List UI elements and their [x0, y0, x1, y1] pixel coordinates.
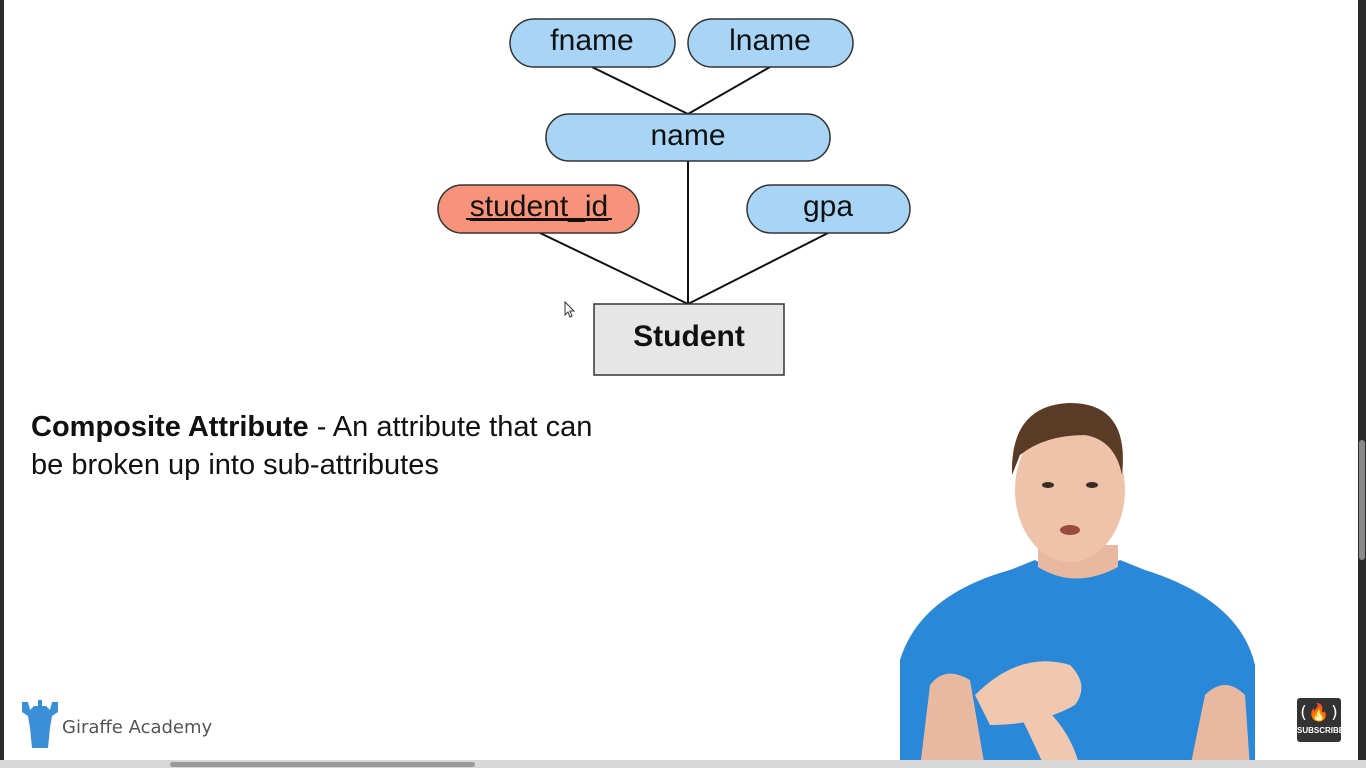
definition-term: Composite Attribute: [31, 411, 309, 443]
entity-student: Student: [593, 303, 785, 376]
attribute-student-id-label: student_id: [470, 190, 608, 223]
vertical-scroll-thumb[interactable]: [1359, 440, 1365, 560]
line-studentid-student: [539, 232, 689, 305]
subscribe-label: SUBSCRIBE: [1297, 726, 1345, 735]
giraffe-academy-logo: Giraffe Academy: [18, 698, 212, 752]
attribute-gpa: gpa: [746, 184, 911, 234]
presenter-video: [900, 403, 1255, 768]
line-gpa-student: [687, 232, 829, 305]
attribute-fname-label: fname: [550, 24, 633, 57]
attribute-lname: lname: [687, 18, 854, 68]
giraffe-icon: [22, 700, 58, 748]
attribute-name-label: name: [650, 119, 725, 152]
vertical-scrollbar[interactable]: [1358, 0, 1366, 768]
progress-thumb[interactable]: [170, 762, 475, 767]
logo-text: Giraffe Academy: [62, 716, 213, 738]
subscribe-button[interactable]: (🔥) SUBSCRIBE: [1297, 698, 1345, 742]
line-lname-name: [687, 66, 771, 115]
definition-description: - An attribute that can be broken up int…: [31, 411, 593, 481]
attribute-fname: fname: [509, 18, 676, 68]
left-frame-edge: [0, 0, 4, 768]
line-fname-name: [591, 66, 689, 115]
entity-student-label: Student: [633, 320, 745, 353]
definition-text: Composite Attribute - An attribute that …: [31, 408, 631, 484]
mouse-cursor-icon: [564, 300, 576, 318]
freecodecamp-icon: (🔥): [1298, 703, 1340, 723]
attribute-name: name: [545, 113, 831, 162]
attribute-lname-label: lname: [729, 24, 811, 57]
video-progress-bar[interactable]: [0, 760, 1366, 768]
attribute-student-id: student_id: [437, 184, 640, 234]
attribute-gpa-label: gpa: [803, 190, 853, 223]
